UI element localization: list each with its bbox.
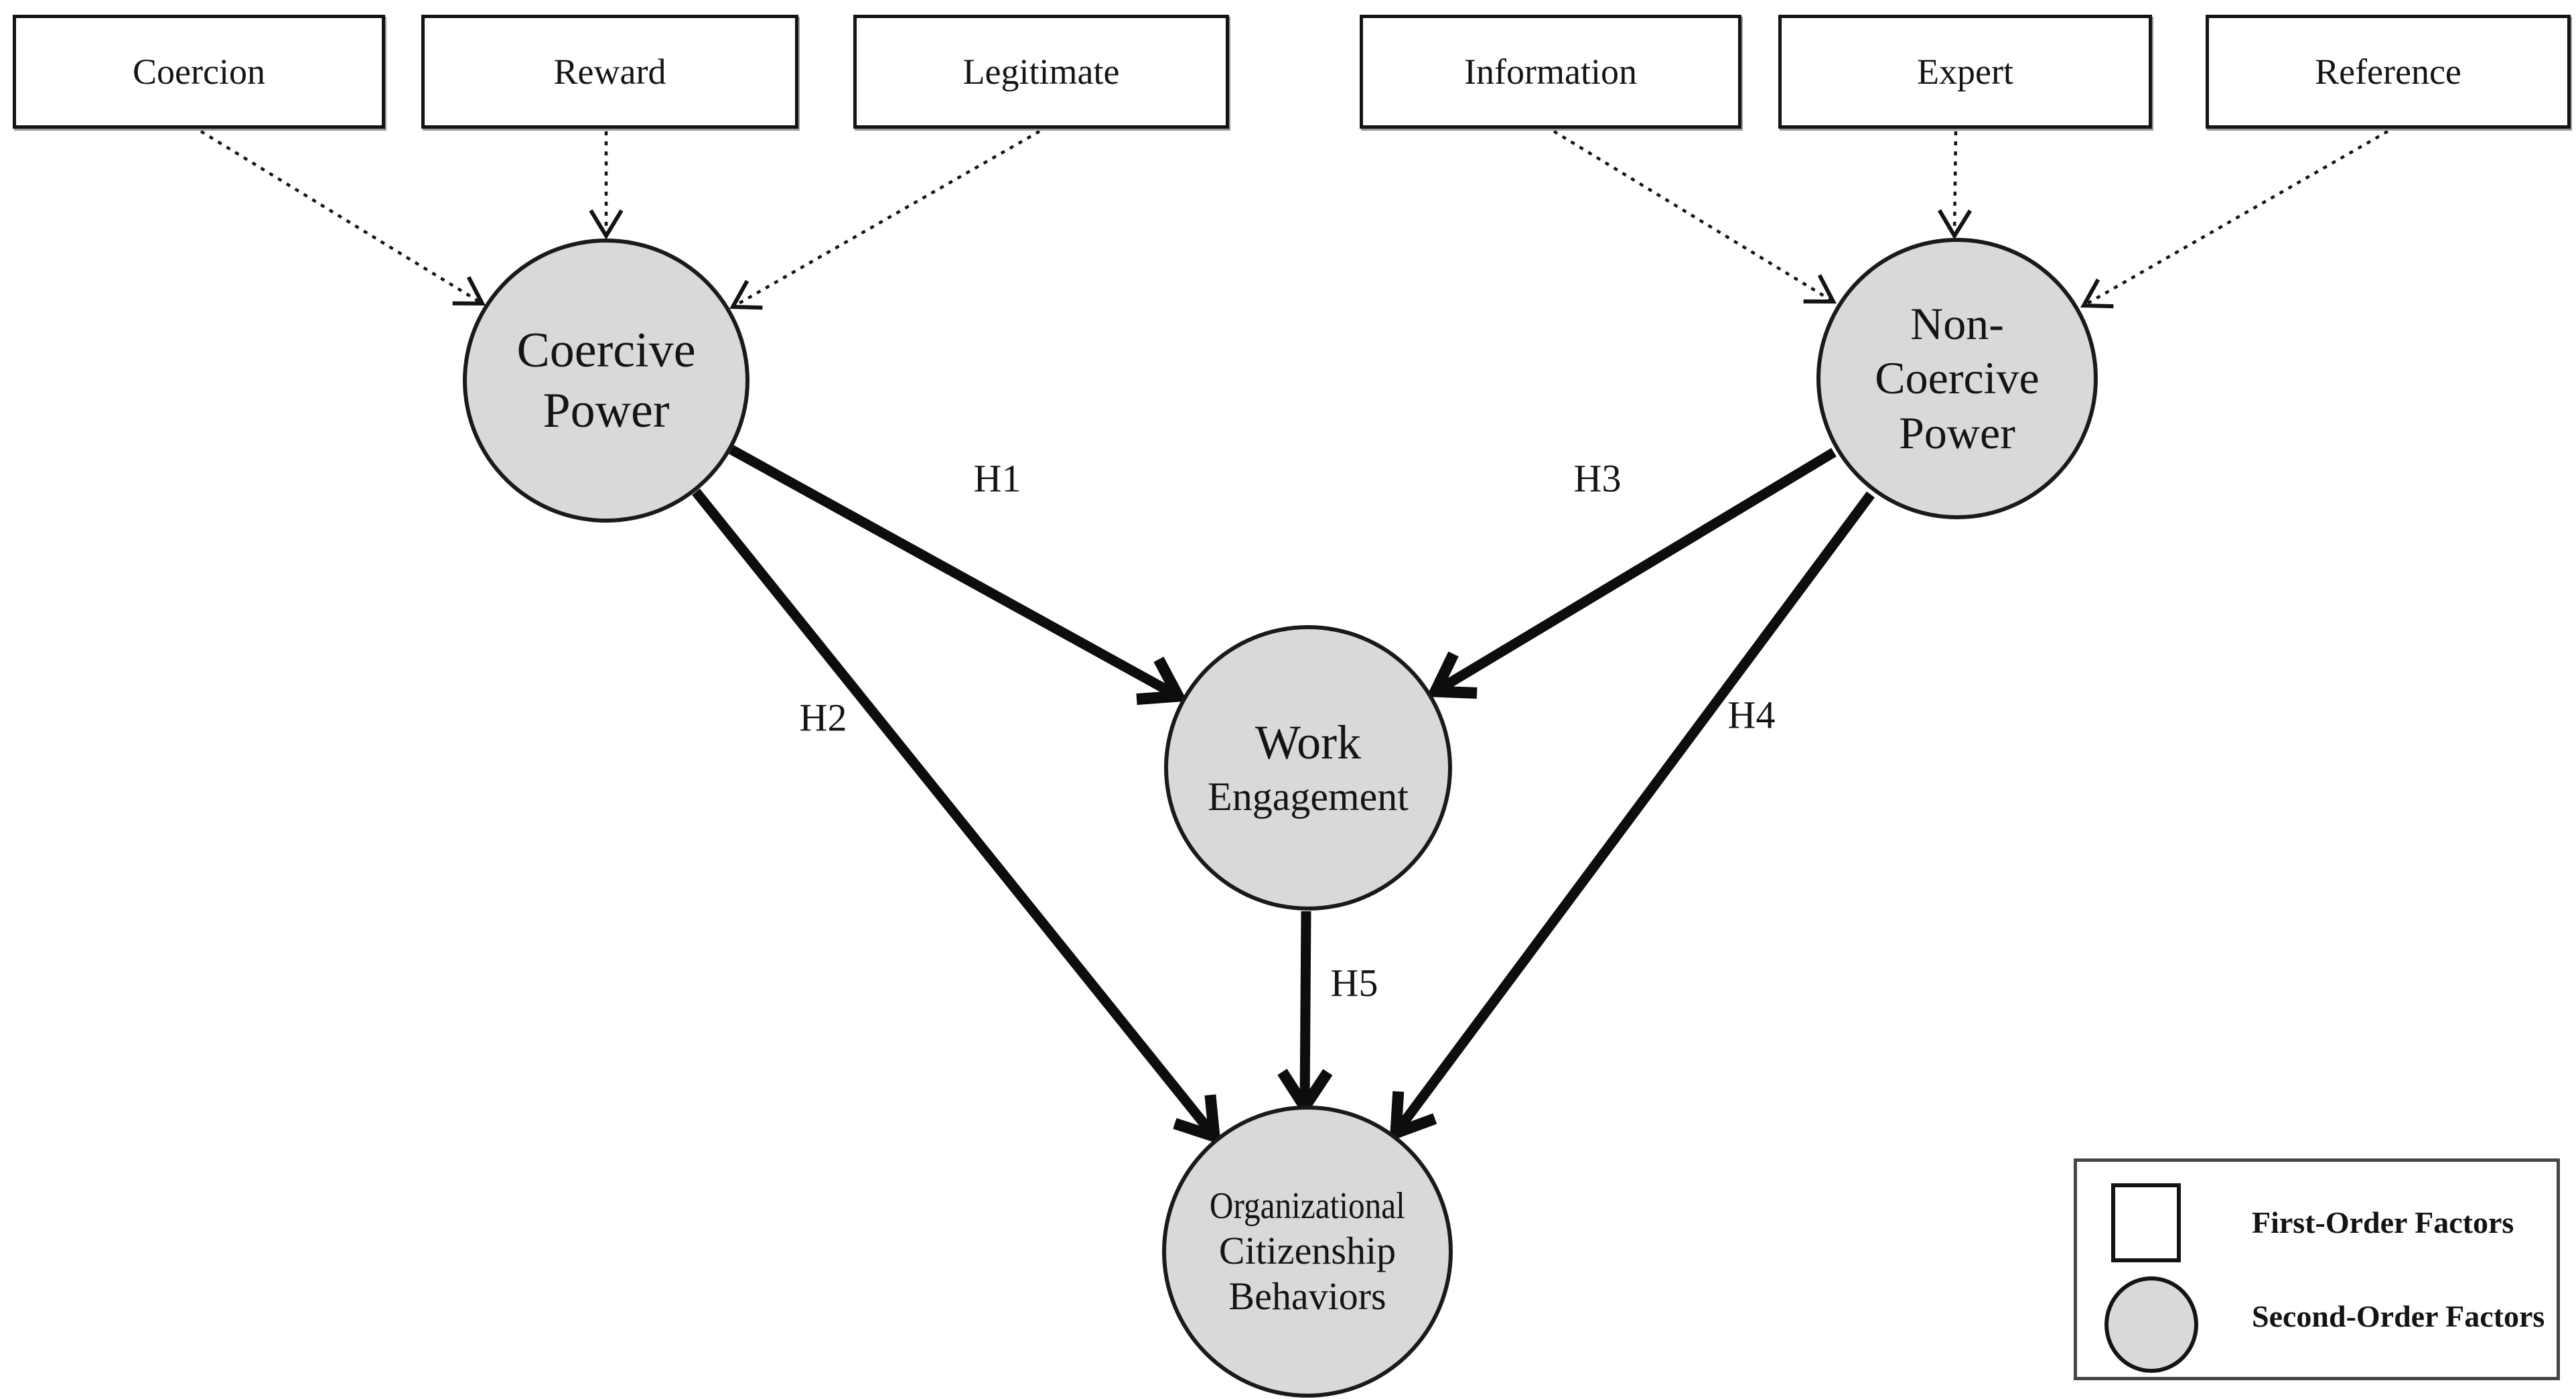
latent-circle-work-engagement: Work Engagement (1164, 625, 1452, 911)
legend-first-order-swatch (2111, 1183, 2181, 1262)
h4-arrow (1389, 491, 1875, 1142)
hypothesis-label-h5: H5 (1330, 961, 1378, 1005)
work-engagement-label-line2: Engagement (1208, 774, 1409, 819)
h3-arrow (1426, 448, 1837, 699)
legend-first-order-label: First-Order Factors (2252, 1205, 2514, 1240)
factor-box-coercion: Coercion (13, 15, 385, 129)
h1-arrow (729, 445, 1188, 706)
hypothesis-label-h4: H4 (1727, 693, 1776, 737)
ocb-label-line2: Citizenship (1218, 1228, 1397, 1272)
expert-to-non-coercive-power-arrow (1937, 131, 1973, 240)
ocb-label-line3: Behaviors (1228, 1274, 1386, 1319)
legend: First-Order Factors Second-Order Factors (2074, 1158, 2560, 1380)
work-engagement-label-line1: Work (1255, 716, 1362, 770)
non-coercive-power-label-line3: Power (1899, 407, 2015, 458)
coercion-to-coercive-power-arrow (200, 130, 486, 306)
hypothesis-label-h1: H1 (973, 456, 1021, 501)
factor-box-legitimate: Legitimate (853, 15, 1229, 129)
coercive-power-label-line1: Coercive (516, 322, 696, 378)
factor-box-expert-label: Expert (1917, 52, 2013, 92)
latent-circle-organizational-citizenship-behaviors: Organizational Citizenship Behaviors (1162, 1106, 1453, 1398)
latent-circle-coercive-power: Coercive Power (463, 239, 749, 523)
non-coercive-power-label-line2: Coercive (1875, 352, 2040, 404)
factor-box-legitimate-label: Legitimate (962, 52, 1120, 92)
hypothesis-label-h2: H2 (799, 695, 847, 740)
factor-box-reward-label: Reward (553, 52, 666, 92)
ocb-label-line1: Organizational (1210, 1185, 1405, 1227)
non-coercive-power-label-line1: Non- (1910, 297, 2004, 349)
reference-to-non-coercive-power-arrow (2080, 130, 2389, 309)
factor-box-coercion-label: Coercion (133, 52, 265, 92)
factor-box-reference: Reference (2206, 15, 2571, 129)
factor-box-expert: Expert (1778, 15, 2152, 129)
latent-circle-non-coercive-power: Non- Coercive Power (1816, 238, 2098, 519)
legitimate-to-coercive-power-arrow (729, 130, 1041, 310)
factor-box-reference-label: Reference (2315, 52, 2461, 92)
hypothesis-label-h3: H3 (1573, 456, 1622, 501)
h2-arrow (692, 488, 1221, 1145)
factor-box-reward: Reward (421, 15, 798, 129)
information-to-non-coercive-power-arrow (1553, 130, 1837, 304)
factor-box-information-label: Information (1464, 52, 1637, 92)
coercive-power-label-line2: Power (543, 383, 670, 438)
factor-box-information: Information (1360, 15, 1741, 129)
h5-arrow (1277, 911, 1333, 1118)
legend-second-order-swatch (2104, 1276, 2198, 1373)
legend-second-order-label: Second-Order Factors (2252, 1299, 2545, 1333)
